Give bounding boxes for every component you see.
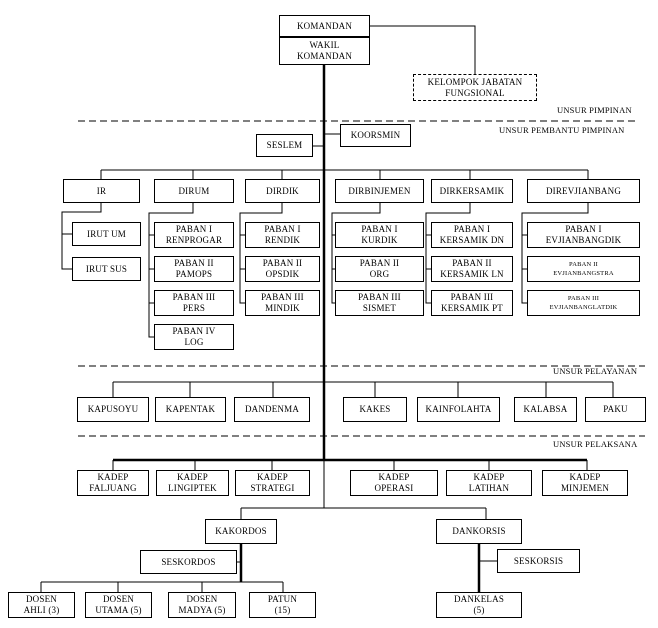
section-label-pelaksana: UNSUR PELAKSANA: [553, 439, 638, 449]
seskorsis-box[interactable]: SESKORSIS: [497, 549, 580, 573]
kalabsa-box[interactable]: KALABSA: [514, 397, 577, 422]
kadep-latihan-box[interactable]: KADEP LATIHAN: [446, 470, 532, 496]
paban-i-evjianbangdik-box[interactable]: PABAN I EVJIANBANGDIK: [527, 222, 640, 248]
paban-iii-mindik-box[interactable]: PABAN III MINDIK: [245, 290, 320, 316]
kadep-operasi-box[interactable]: KADEP OPERASI: [350, 470, 438, 496]
dankorsis-box[interactable]: DANKORSIS: [436, 519, 522, 544]
paban-ii-opsdik-box[interactable]: PABAN II OPSDIK: [245, 256, 320, 282]
kakes-box[interactable]: KAKES: [343, 397, 407, 422]
kapentak-box[interactable]: KAPENTAK: [155, 397, 226, 422]
wakil-komandan-box[interactable]: WAKIL KOMANDAN: [279, 37, 370, 65]
kadep-faljuang-box[interactable]: KADEP FALJUANG: [77, 470, 149, 496]
koorsmin-box[interactable]: KOORSMIN: [340, 124, 411, 147]
irut-sus-box[interactable]: IRUT SUS: [72, 257, 141, 281]
paban-ii-evjianbangstra-box[interactable]: PABAN II EVJIANBANGSTRA: [527, 256, 640, 282]
paban-ii-kersamik-ln-box[interactable]: PABAN II KERSAMIK LN: [431, 256, 513, 282]
dankelas-box[interactable]: DANKELAS (5): [436, 592, 522, 618]
dirdik-box[interactable]: DIRDIK: [245, 179, 320, 203]
kadep-strategi-box[interactable]: KADEP STRATEGI: [235, 470, 310, 496]
paban-i-kersamik-dn-box[interactable]: PABAN I KERSAMIK DN: [431, 222, 513, 248]
paku-box[interactable]: PAKU: [585, 397, 646, 422]
kakordos-box[interactable]: KAKORDOS: [205, 519, 277, 544]
irut-um-box[interactable]: IRUT UM: [72, 222, 141, 246]
paban-i-renprogar-box[interactable]: PABAN I RENPROGAR: [154, 222, 234, 248]
kelompok-jabatan-fungsional-box[interactable]: KELOMPOK JABATAN FUNGSIONAL: [413, 74, 537, 101]
dirum-box[interactable]: DIRUM: [154, 179, 234, 203]
dirkersamik-box[interactable]: DIRKERSAMIK: [431, 179, 513, 203]
paban-i-kurdik-box[interactable]: PABAN I KURDIK: [335, 222, 424, 248]
paban-i-rendik-box[interactable]: PABAN I RENDIK: [245, 222, 320, 248]
paban-ii-pamops-box[interactable]: PABAN II PAMOPS: [154, 256, 234, 282]
kainfolahta-box[interactable]: KAINFOLAHTA: [417, 397, 500, 422]
dandenma-box[interactable]: DANDENMA: [234, 397, 310, 422]
dirbinjemen-box[interactable]: DIRBINJEMEN: [335, 179, 424, 203]
section-label-pembantu-pimpinan: UNSUR PEMBANTU PIMPINAN: [499, 125, 625, 135]
paban-iii-sismet-box[interactable]: PABAN III SISMET: [335, 290, 424, 316]
ir-box[interactable]: IR: [63, 179, 140, 203]
kadep-minjemen-box[interactable]: KADEP MINJEMEN: [542, 470, 628, 496]
paban-iii-kersamik-pt-box[interactable]: PABAN III KERSAMIK PT: [431, 290, 513, 316]
patun-box[interactable]: PATUN (15): [249, 592, 316, 618]
section-label-pelayanan: UNSUR PELAYANAN: [553, 366, 638, 376]
paban-ii-org-box[interactable]: PABAN II ORG: [335, 256, 424, 282]
seslem-box[interactable]: SESLEM: [256, 134, 313, 157]
kapusoyu-box[interactable]: KAPUSOYU: [77, 397, 149, 422]
dosen-madya-box[interactable]: DOSEN MADYA (5): [168, 592, 236, 618]
kadep-lingiptek-box[interactable]: KADEP LINGIPTEK: [156, 470, 229, 496]
section-label-pimpinan: UNSUR PIMPINAN: [557, 105, 632, 115]
paban-iv-log-box[interactable]: PABAN IV LOG: [154, 324, 234, 350]
dosen-ahli-box[interactable]: DOSEN AHLI (3): [8, 592, 75, 618]
dosen-utama-box[interactable]: DOSEN UTAMA (5): [85, 592, 152, 618]
direvjianbang-box[interactable]: DIREVJIANBANG: [527, 179, 640, 203]
paban-iii-pers-box[interactable]: PABAN III PERS: [154, 290, 234, 316]
komandan-box[interactable]: KOMANDAN: [279, 15, 370, 37]
paban-iii-evjianbanglatdik-box[interactable]: PABAN III EVJIANBANGLATDIK: [527, 290, 640, 316]
seskordos-box[interactable]: SESKORDOS: [140, 550, 237, 574]
